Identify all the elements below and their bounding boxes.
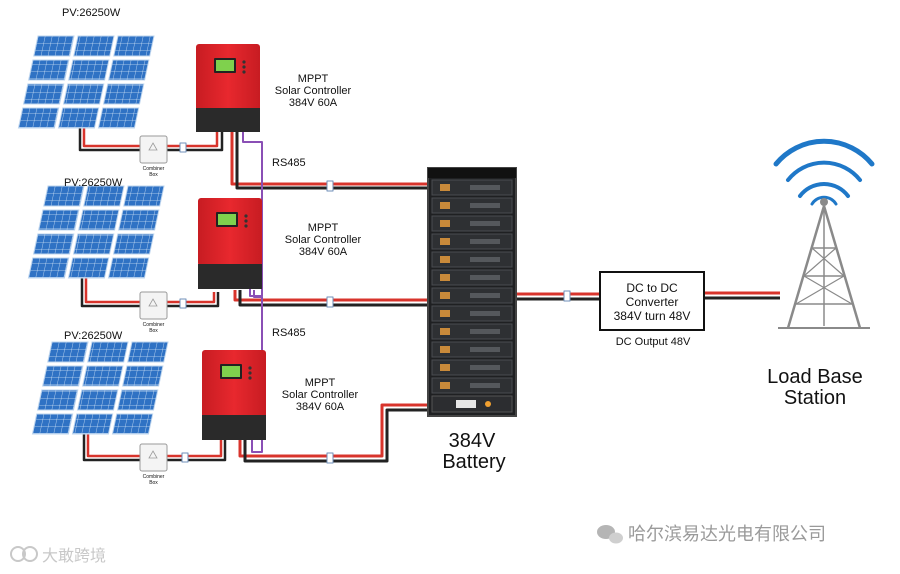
battery-module-slot xyxy=(470,203,500,208)
rs485-label-2: RS485 xyxy=(272,327,306,339)
battery-terminal xyxy=(440,274,450,281)
connector xyxy=(179,142,187,153)
cable-ctrl2-battery-red xyxy=(233,290,430,302)
controller-label-3: 384V 60A xyxy=(296,401,345,413)
dc-output-label: DC Output 48V xyxy=(616,336,691,348)
watermark-logo-icon xyxy=(10,546,38,562)
connector xyxy=(179,298,187,309)
battery-rack xyxy=(427,167,517,417)
solar-array-3 xyxy=(31,341,169,435)
battery-module-slot xyxy=(470,365,500,370)
battery-module-slot xyxy=(470,221,500,226)
load-label: Station xyxy=(784,387,846,409)
cable-ctrl3-battery-black xyxy=(243,408,430,463)
combiner-label: Combiner xyxy=(143,322,165,328)
cable-ctrl1-battery-black xyxy=(235,132,430,190)
combiner-label: Combiner xyxy=(143,166,165,172)
combiner-label: Box xyxy=(149,480,158,486)
watermark-brand: 大敢跨境 xyxy=(42,546,106,565)
pv-label-2: PV:26250W xyxy=(64,177,123,189)
controller-label-3: Solar Controller xyxy=(282,389,359,401)
pv-label-1: PV:26250W xyxy=(62,7,121,19)
battery-terminal xyxy=(440,184,450,191)
connector xyxy=(326,296,334,308)
battery-terminal xyxy=(440,364,450,371)
tower-icon xyxy=(778,198,870,329)
cable-combiner1-ctrl-red xyxy=(167,130,219,148)
battery-terminal xyxy=(440,328,450,335)
cable-ctrl3-battery-red xyxy=(238,403,430,458)
battery-module-slot xyxy=(470,239,500,244)
controller-label-2: 384V 60A xyxy=(299,246,348,258)
combiner-box-2: Combiner Box xyxy=(139,291,168,334)
mppt-controller-2 xyxy=(198,198,262,289)
cable-ctrl2-battery-black xyxy=(238,290,430,307)
battery-terminal xyxy=(440,220,450,227)
watermark-company: 哈尔滨易达光电有限公司 xyxy=(628,524,826,544)
solar-array-2 xyxy=(27,185,165,279)
cable-pv1-combiner-black xyxy=(78,118,140,152)
combiner-label: Box xyxy=(149,172,158,178)
battery-module-slot xyxy=(470,293,500,298)
battery-module-slot xyxy=(470,275,500,280)
controller-label-1: Solar Controller xyxy=(275,85,352,97)
battery-terminal xyxy=(440,346,450,353)
wechat-icon xyxy=(597,525,623,544)
combiner-box-1: Combiner Box xyxy=(139,135,168,178)
controller-label-1: MPPT xyxy=(298,73,329,85)
connector xyxy=(181,452,189,463)
wiring xyxy=(78,118,780,464)
cable-combiner2-ctrl-black xyxy=(167,292,220,308)
load-label: Load Base xyxy=(767,366,863,388)
warning-icon xyxy=(148,142,158,151)
warning-icon xyxy=(148,298,158,307)
signal-waves xyxy=(773,138,875,206)
converter-label: Converter xyxy=(626,295,679,309)
cable-pv3-combiner-black xyxy=(82,428,140,462)
battery-module-slot xyxy=(470,383,500,388)
pv-label-3: PV:26250W xyxy=(64,330,123,342)
mppt-controller-1 xyxy=(196,44,260,132)
battery-label: 384V xyxy=(449,430,496,452)
controller-label-1: 384V 60A xyxy=(289,97,338,109)
battery-terminal xyxy=(440,256,450,263)
warning-icon xyxy=(148,450,158,459)
cable-combiner3-ctrl-red xyxy=(167,440,223,458)
battery-module-slot xyxy=(470,329,500,334)
controller-label-3: MPPT xyxy=(305,377,336,389)
battery-module-slot xyxy=(470,347,500,352)
solar-array-1 xyxy=(17,35,155,129)
cable-combiner2-ctrl-red xyxy=(167,292,216,304)
battery-terminal xyxy=(440,202,450,209)
battery-module-slot xyxy=(470,185,500,190)
battery-terminal xyxy=(440,238,450,245)
combiner-label: Box xyxy=(149,328,158,334)
battery-terminal xyxy=(440,310,450,317)
battery-label: Battery xyxy=(442,451,505,473)
rs485-label-1: RS485 xyxy=(272,157,306,169)
converter-label: 384V turn 48V xyxy=(614,309,691,323)
converter-label: DC to DC xyxy=(626,281,678,295)
connector xyxy=(326,452,334,464)
connector xyxy=(326,180,334,192)
battery-terminal xyxy=(440,382,450,389)
controller-label-2: MPPT xyxy=(308,222,339,234)
battery-module-slot xyxy=(470,311,500,316)
connector xyxy=(563,290,571,302)
battery-module-slot xyxy=(470,257,500,262)
combiner-label: Combiner xyxy=(143,474,165,480)
cable-pv2-combiner-black xyxy=(80,278,140,308)
cable-pv2-combiner-red xyxy=(84,278,140,304)
cable-pv3-combiner-red xyxy=(86,428,140,458)
cable-ctrl1-battery-red xyxy=(230,132,430,186)
battery-terminal xyxy=(440,292,450,299)
combiner-box-3: Combiner Box xyxy=(139,443,168,486)
dc-dc-converter: DC to DC Converter 384V turn 48V xyxy=(599,271,705,331)
controller-label-2: Solar Controller xyxy=(285,234,362,246)
mppt-controller-3 xyxy=(202,350,266,440)
battery-modules xyxy=(431,179,513,394)
